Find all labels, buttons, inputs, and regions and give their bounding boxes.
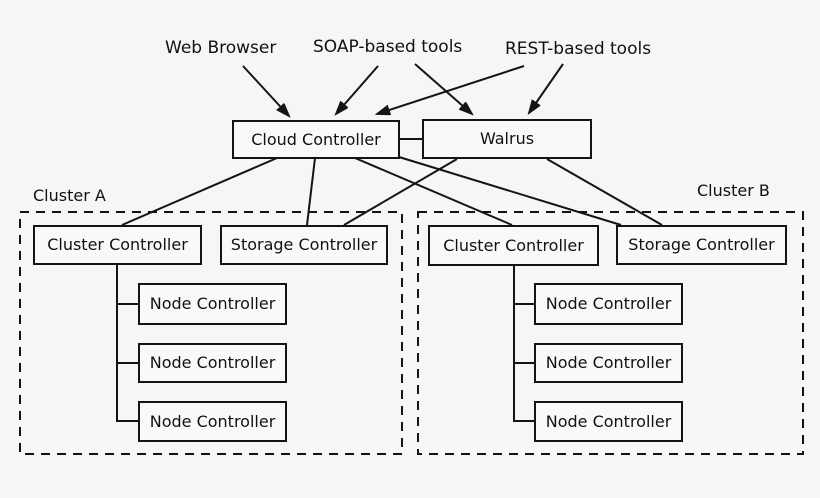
- cloud-controller-box: Cloud Controller: [232, 120, 400, 159]
- soap-tools-label: SOAP-based tools: [313, 37, 463, 57]
- edge-cloudcontroller-to-storagecontroller-a: [306, 157, 316, 226]
- node-controller-b2-box: Node Controller: [534, 343, 683, 383]
- cluster-controller-a-box: Cluster Controller: [33, 225, 202, 265]
- web-browser-label: Web Browser: [165, 38, 277, 58]
- edge-soap-to-walrus: [414, 63, 472, 114]
- walrus-box: Walrus: [422, 119, 592, 159]
- storage-controller-b-box: Storage Controller: [616, 225, 787, 265]
- edge-soap-to-cloudcontroller: [336, 65, 379, 114]
- cluster-a-boundary: [19, 211, 403, 455]
- rest-tools-label: REST-based tools: [505, 39, 652, 59]
- cluster-b-boundary: [417, 211, 804, 455]
- edge-cloudcontroller-to-storagecontroller-b: [398, 156, 622, 226]
- edge-walrus-to-storagecontroller-a: [343, 158, 458, 226]
- node-controller-b3-box: Node Controller: [534, 401, 683, 442]
- edge-rest-to-walrus: [529, 63, 564, 113]
- node-controller-a3-box: Node Controller: [138, 401, 287, 442]
- edge-cloudcontroller-to-clustercontroller-a: [121, 157, 278, 226]
- edge-webbrowser-to-cloudcontroller: [242, 65, 289, 116]
- node-controller-b1-box: Node Controller: [534, 283, 683, 325]
- edge-walrus-to-storagecontroller-b: [546, 158, 663, 226]
- edge-cloudcontroller-to-clustercontroller-b: [354, 157, 513, 226]
- node-controller-a2-box: Node Controller: [138, 343, 287, 383]
- cluster-b-label: Cluster B: [697, 181, 770, 200]
- storage-controller-a-box: Storage Controller: [220, 225, 388, 265]
- node-controller-a1-box: Node Controller: [138, 283, 287, 325]
- cluster-a-label: Cluster A: [33, 186, 106, 205]
- cluster-controller-b-box: Cluster Controller: [428, 225, 599, 266]
- edge-rest-to-cloudcontroller: [377, 65, 525, 114]
